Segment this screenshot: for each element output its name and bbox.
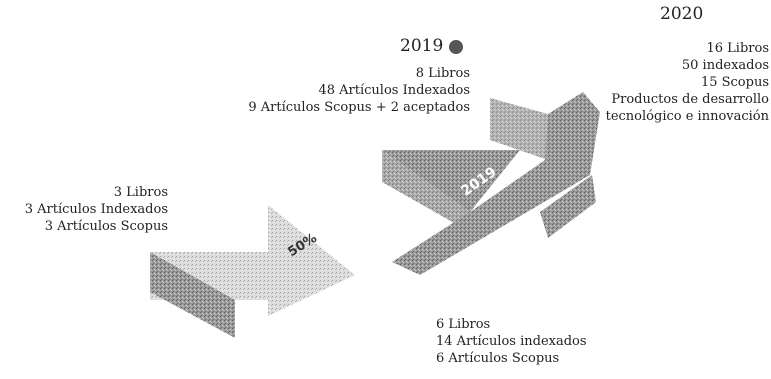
lower-arrow: [150, 205, 355, 338]
results-2019-block: 8 Libros 48 Artículos Indexados 9 Artícu…: [248, 65, 470, 116]
results-2020-line: tecnológico e innovación: [605, 109, 769, 124]
results-2020-block: 16 Libros 50 indexados 15 Scopus Product…: [606, 40, 769, 125]
results-2018-block: 3 Libros 3 Artículos Indexados 3 Artícul…: [25, 184, 168, 235]
results-2020-line: 15 Scopus: [700, 75, 769, 90]
results-2019-line: 48 Artículos Indexados: [318, 83, 470, 98]
results-2020-line: Productos de desarrollo: [611, 92, 769, 107]
upper-arrow-side-b: [490, 98, 548, 160]
results-2021-block: 6 Libros 14 Artículos indexados 6 Artícu…: [436, 316, 587, 367]
results-2021-line: 14 Artículos indexados: [436, 334, 587, 349]
year-2020-heading: 2020: [660, 4, 704, 24]
upper-arrow-tail: [540, 175, 596, 238]
results-2018-line: 3 Artículos Scopus: [44, 219, 168, 234]
results-2021-line: 6 Libros: [436, 317, 491, 332]
year-2019-heading-row: 2019: [400, 36, 464, 56]
results-2019-line: 8 Libros: [415, 66, 470, 81]
year-2019-heading: 2019: [400, 36, 444, 56]
lower-arrow-side: [150, 252, 235, 338]
results-2018-line: 3 Libros: [113, 185, 168, 200]
results-2020-line: 50 indexados: [681, 58, 769, 73]
results-2018-line: 3 Artículos Indexados: [24, 202, 168, 217]
upper-arrow: [382, 92, 600, 275]
upper-arrow-side-a: [382, 150, 470, 232]
results-2019-line: 9 Artículos Scopus + 2 aceptados: [248, 100, 470, 115]
circle-logo-icon: [449, 39, 464, 54]
results-2020-line: 16 Libros: [706, 41, 770, 56]
upper-arrow-top: [382, 92, 600, 275]
results-2021-line: 6 Artículos Scopus: [436, 351, 560, 366]
